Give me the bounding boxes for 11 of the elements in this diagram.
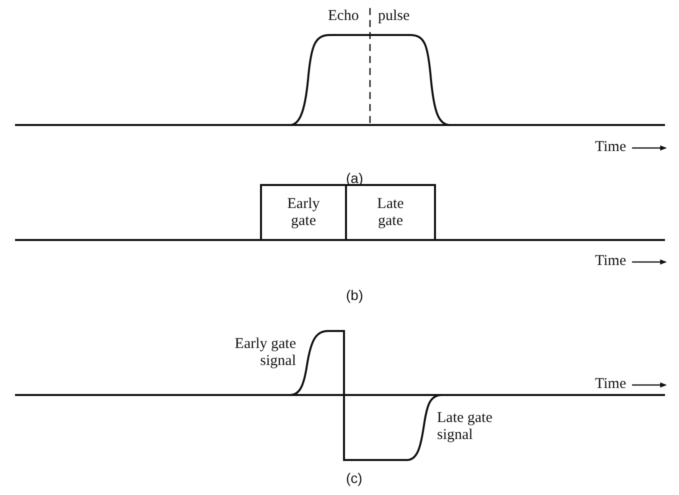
panel-label: (c): [346, 470, 362, 487]
axis-label: Time: [595, 139, 626, 156]
pulse-label: Echo: [328, 8, 359, 25]
axis-label: Time: [595, 376, 626, 393]
gate-box: Late gate: [345, 184, 436, 240]
signal-label: Early gate signal: [234, 336, 296, 370]
gate-box: Early gate: [260, 184, 347, 240]
panel-label: (b): [346, 287, 364, 304]
axis-label: Time: [595, 253, 626, 270]
pulse-label: pulse: [378, 8, 410, 25]
signal-label: Late gate signal: [437, 410, 494, 444]
